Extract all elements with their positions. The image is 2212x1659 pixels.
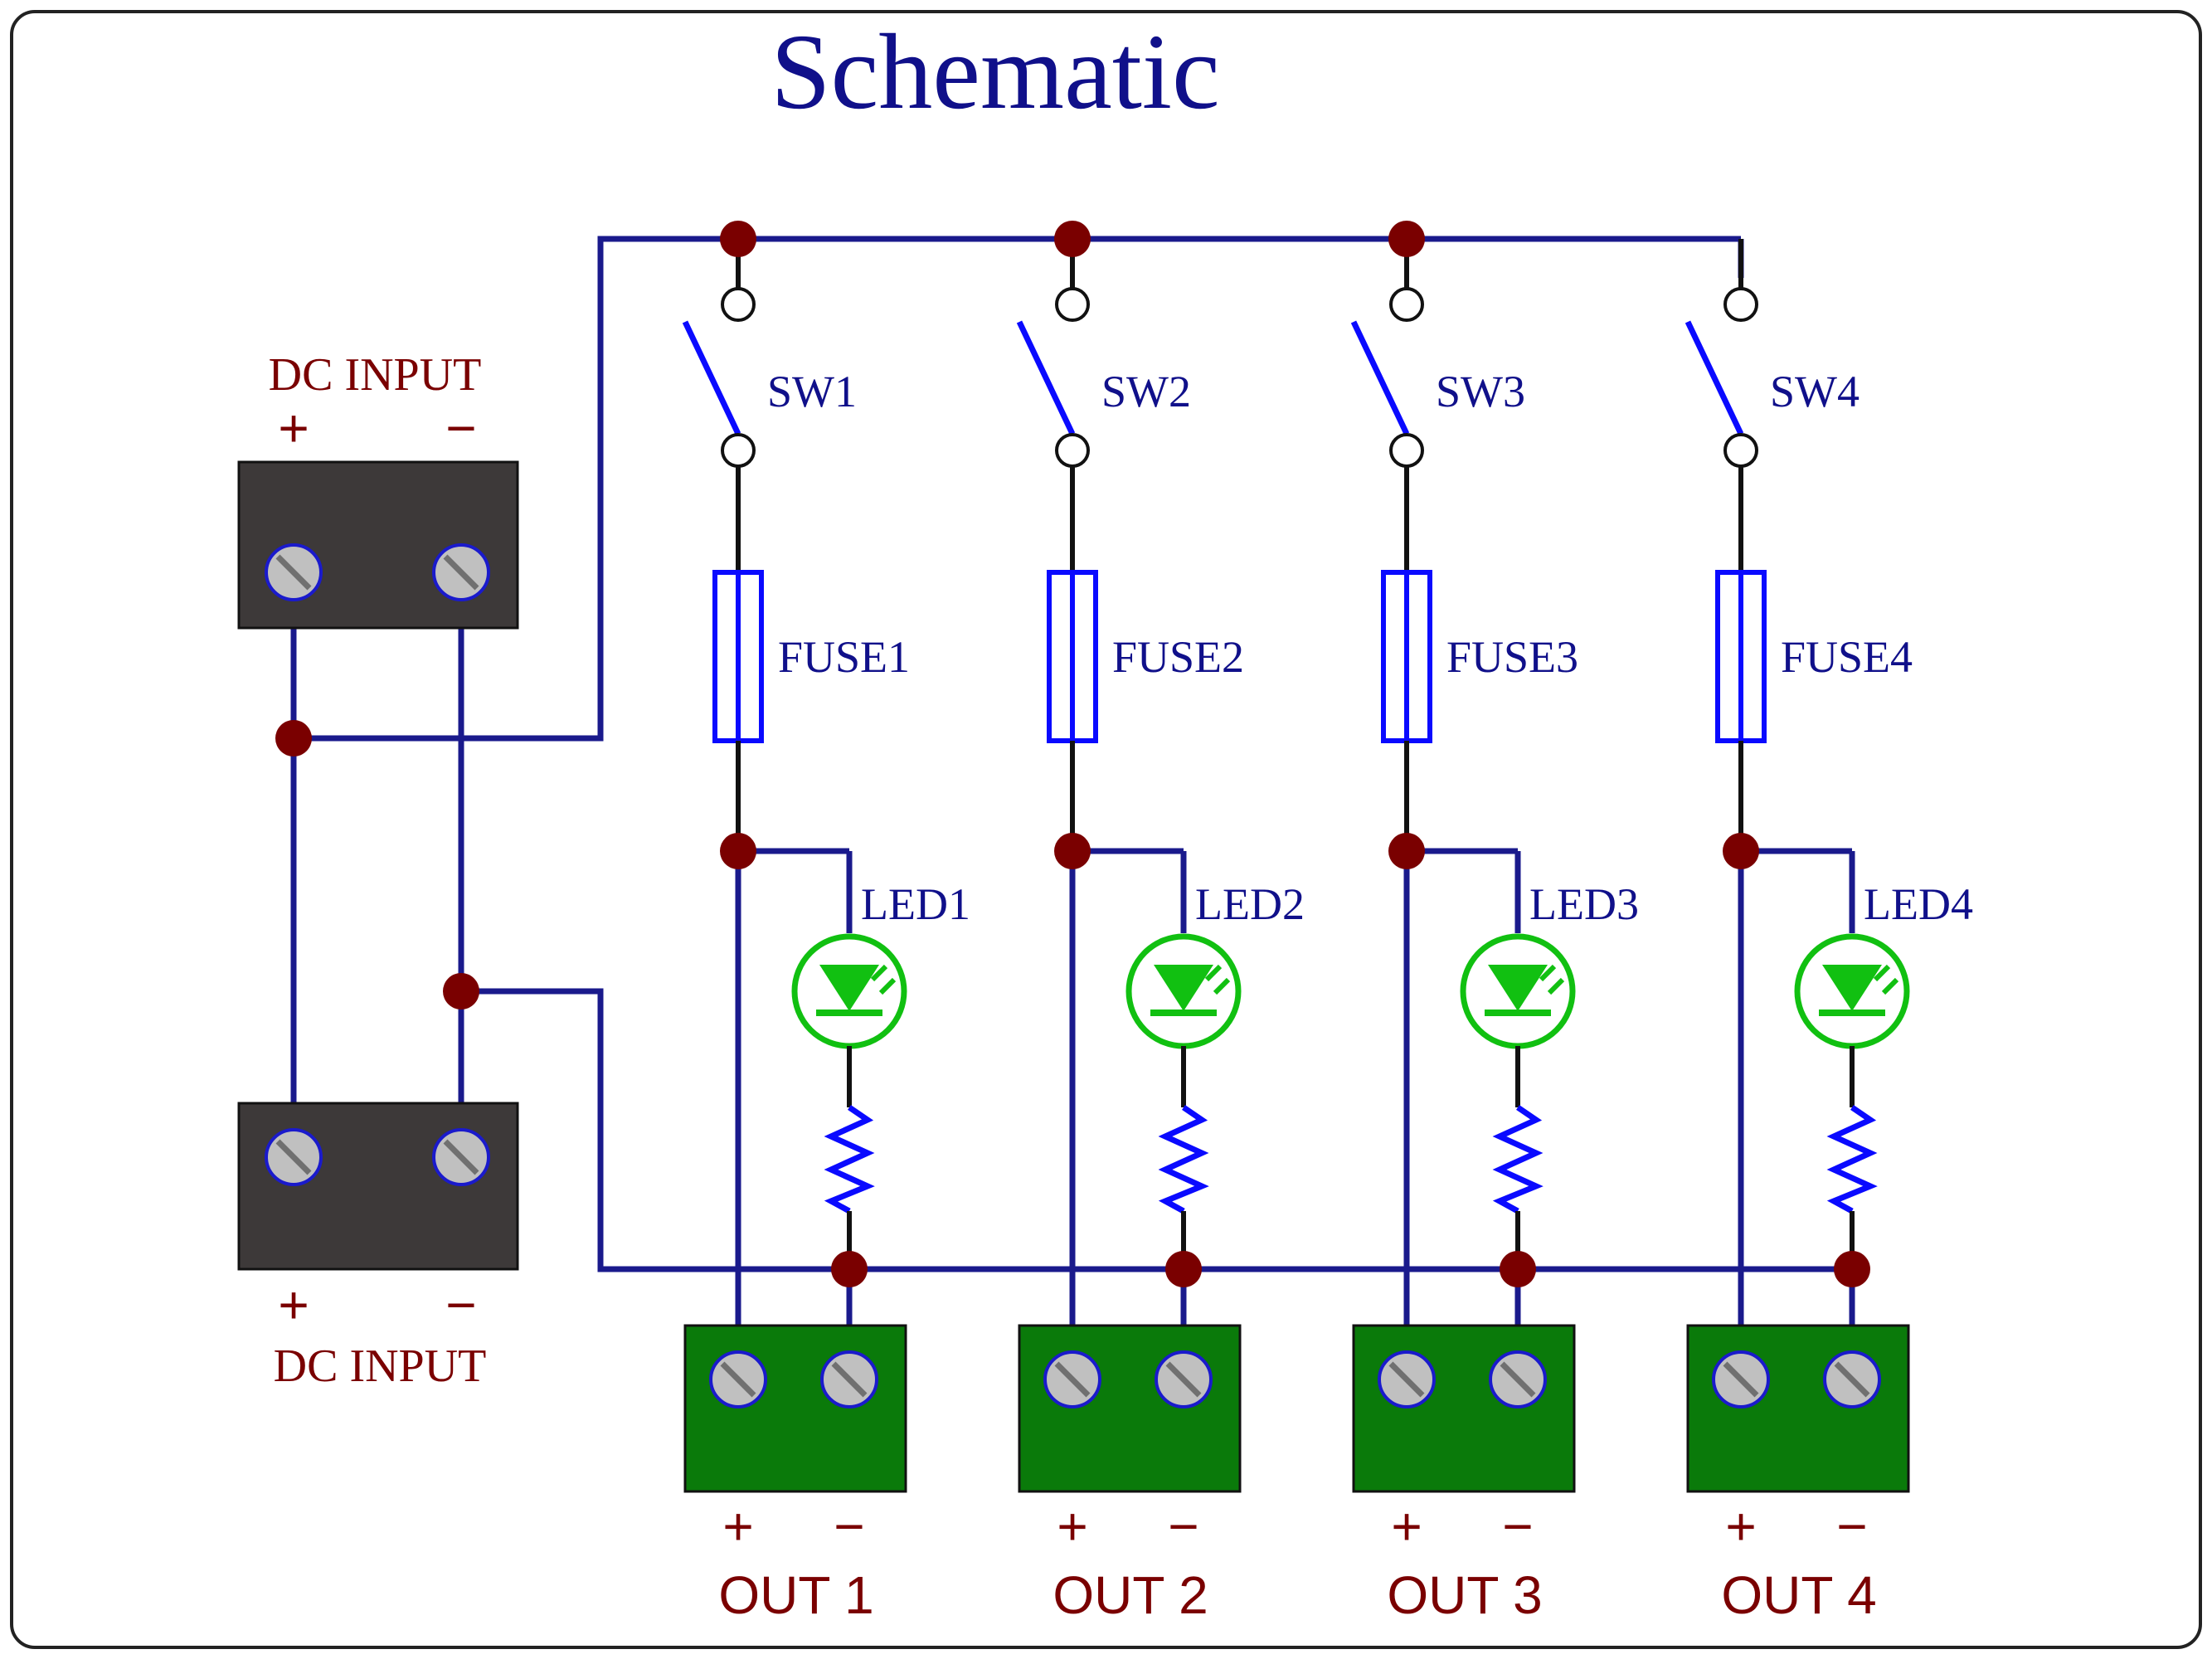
- switch-label: SW4: [1770, 367, 1860, 416]
- junction-node: [1054, 221, 1091, 257]
- switch-contact: [1389, 287, 1424, 322]
- switch-label: SW2: [1101, 367, 1191, 416]
- screw-icon: [1490, 1352, 1545, 1407]
- output-terminal-block: [1686, 1324, 1910, 1493]
- dc-input-minus-top: −: [445, 398, 476, 458]
- led-icon: [1460, 933, 1576, 1049]
- output-label: OUT 1: [718, 1565, 873, 1625]
- switch-contact: [1055, 287, 1090, 322]
- fuse-label: FUSE1: [778, 632, 910, 682]
- junction-node: [1834, 1251, 1870, 1287]
- dc-input-terminal-top: [237, 460, 519, 630]
- screw-icon: [1825, 1352, 1879, 1407]
- output-plus-label: +: [722, 1496, 753, 1556]
- screw-icon: [434, 1130, 489, 1185]
- screw-icon: [1714, 1352, 1768, 1407]
- switch-lever: [1685, 320, 1744, 435]
- led-label: LED4: [1864, 879, 1973, 929]
- switch-contact: [1723, 433, 1758, 468]
- output-label: OUT 4: [1721, 1565, 1876, 1625]
- output-label: OUT 3: [1387, 1565, 1542, 1625]
- screw-icon: [822, 1352, 877, 1407]
- junction-node: [1723, 833, 1759, 869]
- screw-icon: [1379, 1352, 1434, 1407]
- input-wiring: [290, 236, 604, 1272]
- switch-contact: [1389, 433, 1424, 468]
- switch-contact: [721, 433, 756, 468]
- screw-icon: [1045, 1352, 1100, 1407]
- junction-node: [1165, 1251, 1202, 1287]
- switch-contact: [1723, 287, 1758, 322]
- output-minus-label: −: [834, 1496, 864, 1556]
- junction-node: [1388, 833, 1425, 869]
- junction-node: [720, 833, 756, 869]
- resistor-icon: [1826, 1105, 1878, 1214]
- led-icon: [791, 933, 907, 1049]
- screw-icon: [266, 1130, 321, 1185]
- output-minus-label: −: [1168, 1496, 1198, 1556]
- dc-input-minus-bottom: −: [445, 1275, 476, 1335]
- switch-contact: [721, 287, 756, 322]
- switch-label: SW3: [1436, 367, 1525, 416]
- output-minus-label: −: [1836, 1496, 1867, 1556]
- switch-contact: [1055, 433, 1090, 468]
- led-label: LED3: [1529, 879, 1639, 929]
- diagram-border: [10, 10, 2202, 1649]
- fuse-label: FUSE3: [1446, 632, 1578, 682]
- fuse-label: FUSE4: [1781, 632, 1913, 682]
- switch-lever: [1350, 320, 1410, 435]
- dc-input-label-bottom: DC INPUT: [274, 1340, 487, 1392]
- junction-node: [720, 221, 756, 257]
- dc-input-label-top: DC INPUT: [269, 349, 482, 401]
- output-minus-label: −: [1502, 1496, 1533, 1556]
- dc-input-terminal-bottom: [237, 1102, 519, 1271]
- resistor-icon: [1158, 1105, 1209, 1214]
- led-label: LED1: [861, 879, 970, 929]
- screw-icon: [1156, 1352, 1211, 1407]
- output-plus-label: +: [1391, 1496, 1422, 1556]
- screw-icon: [711, 1352, 766, 1407]
- screw-icon: [434, 545, 489, 600]
- page-title: Schematic: [771, 12, 1219, 132]
- junction-node: [1500, 1251, 1536, 1287]
- output-label: OUT 2: [1053, 1565, 1208, 1625]
- junction-node: [1388, 221, 1425, 257]
- junction-node: [831, 1251, 868, 1287]
- junction-node-minus-input: [443, 973, 479, 1010]
- resistor-icon: [824, 1105, 875, 1214]
- switch-lever: [1016, 320, 1076, 435]
- output-plus-label: +: [1725, 1496, 1756, 1556]
- junction-node-plus-input: [275, 720, 312, 757]
- switch-lever: [682, 320, 741, 435]
- output-plus-label: +: [1057, 1496, 1087, 1556]
- fuse-label: FUSE2: [1112, 632, 1244, 682]
- dc-input-plus-top: +: [278, 398, 309, 458]
- resistor-icon: [1492, 1105, 1544, 1214]
- led-icon: [1794, 933, 1910, 1049]
- output-terminal-block: [683, 1324, 907, 1493]
- junction-node: [1054, 833, 1091, 869]
- dc-input-plus-bottom: +: [278, 1275, 309, 1335]
- led-label: LED2: [1195, 879, 1305, 929]
- led-icon: [1125, 933, 1242, 1049]
- screw-icon: [266, 545, 321, 600]
- switch-label: SW1: [767, 367, 857, 416]
- output-terminal-block: [1352, 1324, 1576, 1493]
- output-terminal-block: [1018, 1324, 1242, 1493]
